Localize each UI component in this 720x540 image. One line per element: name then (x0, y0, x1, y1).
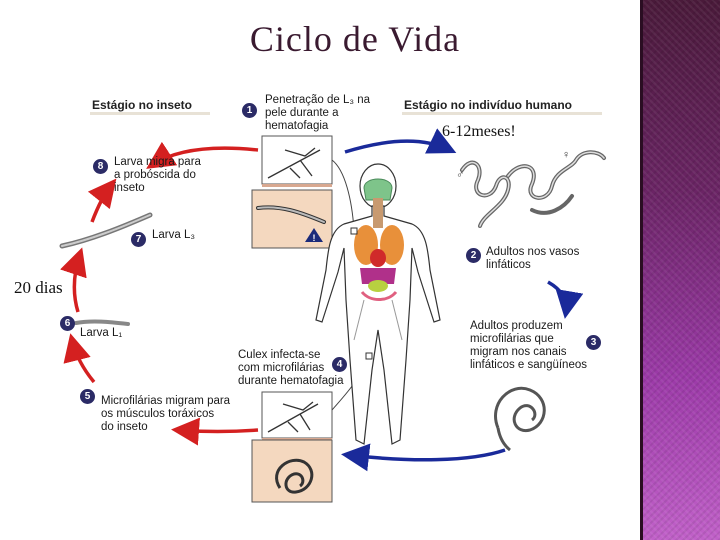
step-badge-4: 4 (332, 357, 347, 372)
svg-text:♀: ♀ (562, 149, 570, 161)
adult-worms (460, 150, 606, 228)
svg-text:!: ! (313, 233, 316, 243)
header-human-stage: Estágio no indivíduo humano (404, 98, 572, 112)
step-badge-3: 3 (586, 335, 601, 350)
arrow-1-to-2 (344, 128, 457, 154)
step-badge-6: 6 (60, 316, 75, 331)
human-organs (353, 178, 404, 341)
decorative-sidebar (643, 0, 720, 540)
arrow-2-to-3 (547, 280, 584, 319)
header-insect-stage: Estágio no inseto (92, 98, 193, 112)
microfilaria-drawing (494, 386, 546, 452)
step-6-label: Larva L₁ (80, 327, 123, 339)
human-duration-note: 6-12meses! (442, 123, 516, 140)
step-badge-1: 1 (242, 103, 257, 118)
larva-panel-top: ! (251, 189, 333, 249)
svg-text:♂: ♂ (456, 169, 464, 181)
arrow-5-to-6 (63, 333, 96, 384)
step-badge-5: 5 (80, 389, 95, 404)
larva-l3-drawing (59, 212, 153, 249)
sidebar-border (640, 0, 643, 540)
step-badge-7: 7 (131, 232, 146, 247)
step-badge-8: 8 (93, 159, 108, 174)
mosquito-skin-panel (261, 135, 333, 187)
arrow-8-to-1 (146, 141, 259, 169)
insect-duration-note: 20 dias (14, 278, 63, 297)
arrow-7-to-8 (87, 178, 117, 223)
mosquito-feeding-panel (261, 391, 333, 441)
step-badge-2: 2 (466, 248, 481, 263)
life-cycle-diagram: ! ♂ ♀ (59, 112, 606, 503)
larva-l1-drawing (74, 319, 130, 326)
step-7-label: Larva L₃ (152, 229, 196, 241)
arrow-4-to-5 (171, 417, 259, 446)
microfilaria-panel (251, 439, 333, 503)
arrow-3-to-4 (341, 443, 506, 472)
arrow-6-to-7 (60, 247, 87, 313)
page-title: Ciclo de Vida (249, 19, 461, 59)
